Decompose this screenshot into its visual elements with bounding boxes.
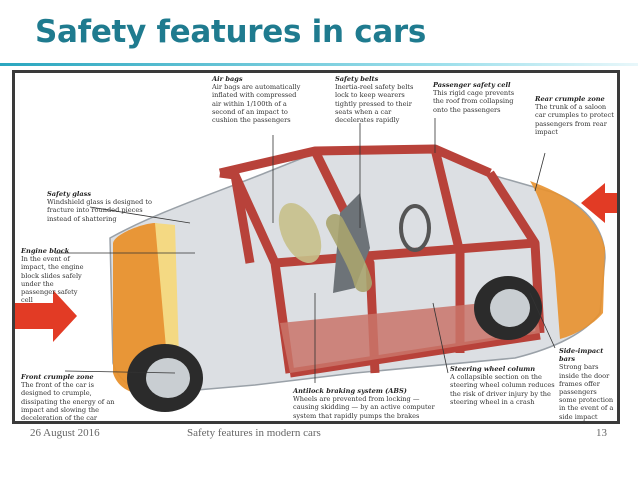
callout-abs: Antilock braking system (ABS) Wheels are… [293, 387, 443, 420]
callout-text: Wheels are prevented from locking — caus… [293, 395, 435, 420]
callout-safety-belts: Safety belts Inertia-reel safety belts l… [335, 75, 423, 124]
passenger-seat [326, 214, 372, 292]
callout-text: This rigid cage prevents the roof from c… [433, 89, 515, 114]
callout-safety-glass: Safety glass Windshield glass is designe… [47, 190, 159, 223]
callout-rear-crumple-zone: Rear crumple zone The trunk of a saloon … [535, 95, 615, 136]
leader-lines [55, 118, 556, 383]
rear-crumple-zone [530, 181, 605, 339]
callout-steering-column: Steering wheel column A collapsible sect… [450, 365, 558, 406]
callout-heading: Safety glass [47, 190, 92, 198]
steering-wheel [399, 204, 431, 252]
callout-text: Air bags are automatically inflated with… [212, 83, 301, 125]
callout-heading: Antilock braking system (ABS) [293, 387, 407, 395]
front-wheel [127, 344, 203, 412]
callout-text: Strong bars inside the door frames offer… [559, 363, 614, 421]
footer-title: Safety features in modern cars [187, 427, 321, 439]
callout-air-bags: Air bags Air bags are automatically infl… [212, 75, 302, 124]
page-number: 13 [596, 427, 607, 439]
callout-engine-block: Engine block In the event of impact, the… [21, 247, 89, 304]
callout-text: Windshield glass is designed to fracture… [47, 198, 152, 223]
callout-passenger-cell: Passenger safety cell This rigid cage pr… [433, 81, 525, 114]
slide-title: Safety features in cars [35, 14, 427, 50]
slide-header: Safety features in cars [0, 0, 638, 66]
cabin-floor [280, 298, 540, 373]
callout-heading: Rear crumple zone [535, 95, 605, 103]
callout-heading: Passenger safety cell [433, 81, 511, 89]
callout-heading: Safety belts [335, 75, 379, 83]
title-underline [0, 63, 638, 66]
callout-text: The front of the car is designed to crum… [21, 381, 115, 423]
callout-text: A collapsible section on the steering wh… [450, 373, 555, 406]
callout-text: Inertia-reel safety belts lock to keep w… [335, 83, 414, 125]
front-impact-arrow [15, 290, 77, 342]
callout-heading: Front crumple zone [21, 373, 94, 381]
callout-text: In the event of impact, the engine block… [21, 255, 84, 305]
footer-date: 26 August 2016 [30, 427, 100, 439]
rear-wheel [474, 276, 542, 340]
rear-impact-arrow [581, 183, 617, 223]
callout-heading: Air bags [212, 75, 243, 83]
callout-side-impact-bars: Side-impact bars Strong bars inside the … [559, 347, 615, 421]
callout-text: The trunk of a saloon car crumples to pr… [535, 103, 614, 136]
car-illustration [15, 118, 617, 412]
airbag [278, 203, 322, 263]
callout-heading: Engine block [21, 247, 70, 255]
callout-front-crumple-zone: Front crumple zone The front of the car … [21, 373, 115, 423]
callout-heading: Side-impact bars [559, 347, 604, 364]
callout-heading: Steering wheel column [450, 365, 536, 373]
illustration-frame: Air bags Air bags are automatically infl… [12, 70, 620, 424]
